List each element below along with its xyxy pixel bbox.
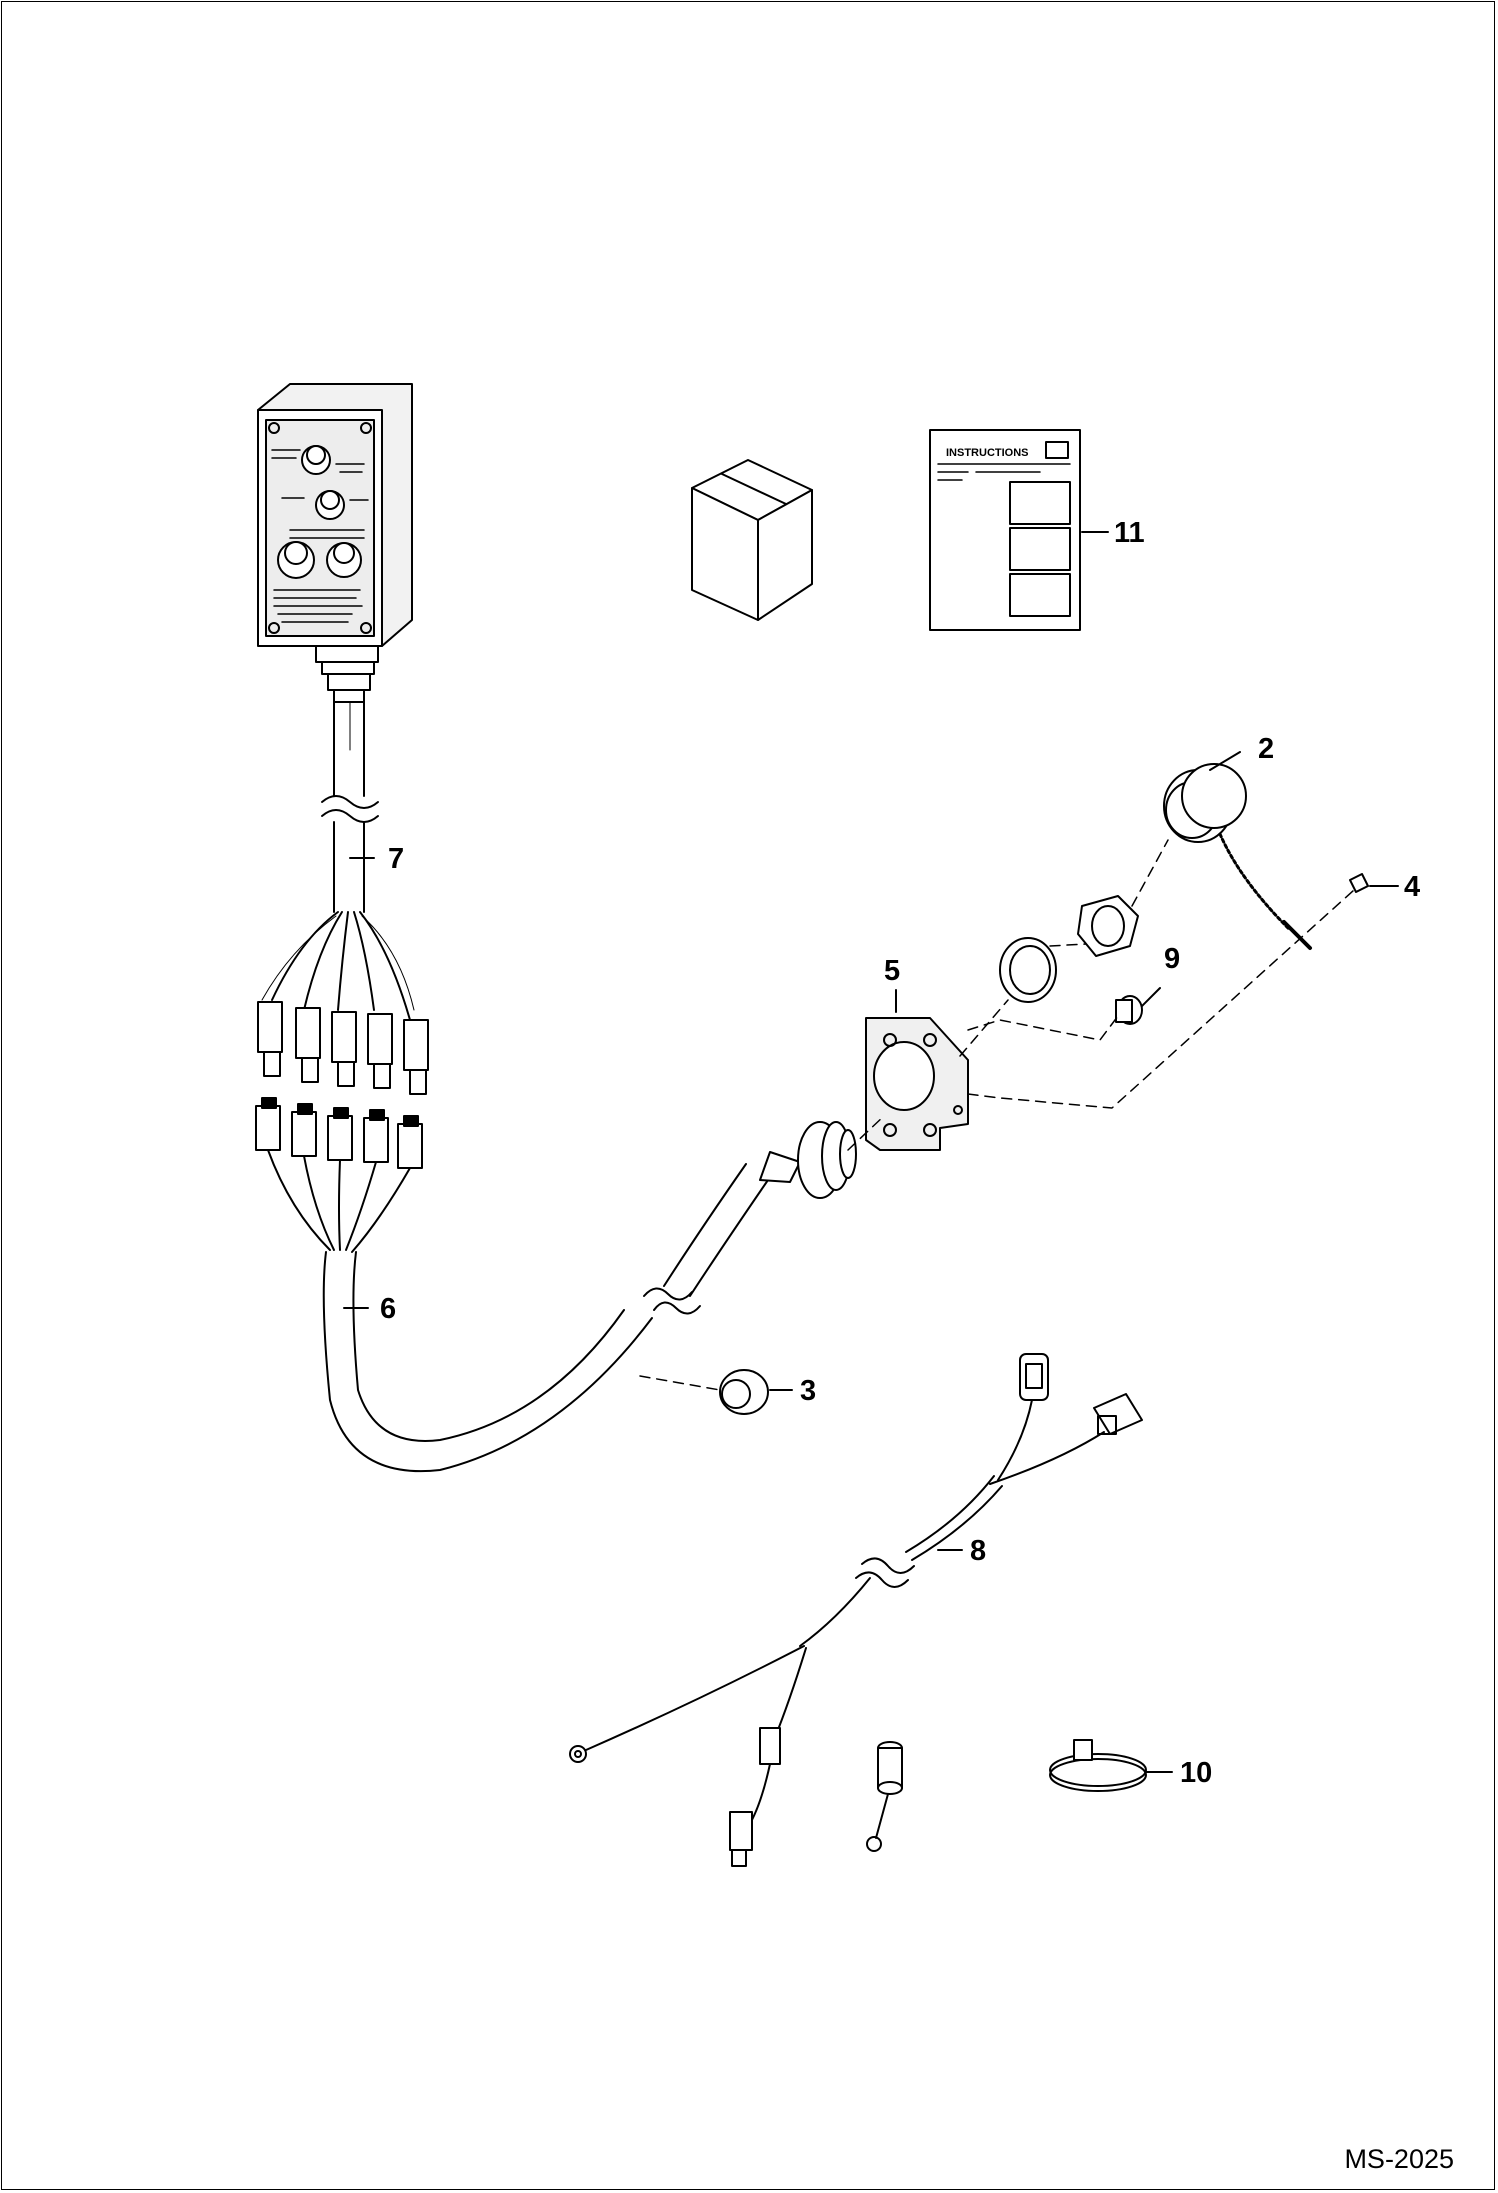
callout-labels: 7 6 11 2 4 5 9 3 8 10 INSTRUCTIONS [380, 447, 1420, 1789]
plate-part-5 [865, 1017, 969, 1151]
cable-part-7 [261, 701, 415, 1021]
callout-6: 6 [380, 1293, 396, 1325]
instructions-title: INSTRUCTIONS [946, 447, 1029, 459]
plug-part-9 [1115, 995, 1143, 1025]
callout-5: 5 [884, 955, 900, 987]
callout-9: 9 [1164, 943, 1180, 975]
callout-2: 2 [1258, 733, 1274, 765]
dust-cap-part-2 [1163, 763, 1312, 950]
screw-part-4 [1349, 873, 1369, 893]
callout-3: 3 [800, 1375, 816, 1407]
grommet-part-3 [719, 1369, 769, 1415]
connectors-part-7 [257, 1001, 429, 1095]
callout-7: 7 [388, 843, 404, 875]
callout-4: 4 [1404, 871, 1420, 903]
sealing-ring [999, 937, 1057, 1003]
control-box [257, 383, 413, 703]
callout-8: 8 [970, 1535, 986, 1567]
hex-nut [1077, 895, 1139, 957]
sensor-plug [866, 1741, 903, 1852]
instructions-sheet [929, 429, 1081, 631]
callout-11: 11 [1114, 517, 1145, 549]
harness-part-8 [569, 1353, 1143, 1867]
parts-box [691, 459, 813, 621]
callout-10: 10 [1180, 1757, 1212, 1789]
harness-part-6 [322, 1121, 857, 1473]
figure-id: MS-2025 [1344, 2144, 1454, 2174]
connectors-part-6 [255, 1097, 423, 1253]
cable-tie-part-10 [1049, 1739, 1147, 1792]
leader-lines [343, 531, 1399, 1773]
